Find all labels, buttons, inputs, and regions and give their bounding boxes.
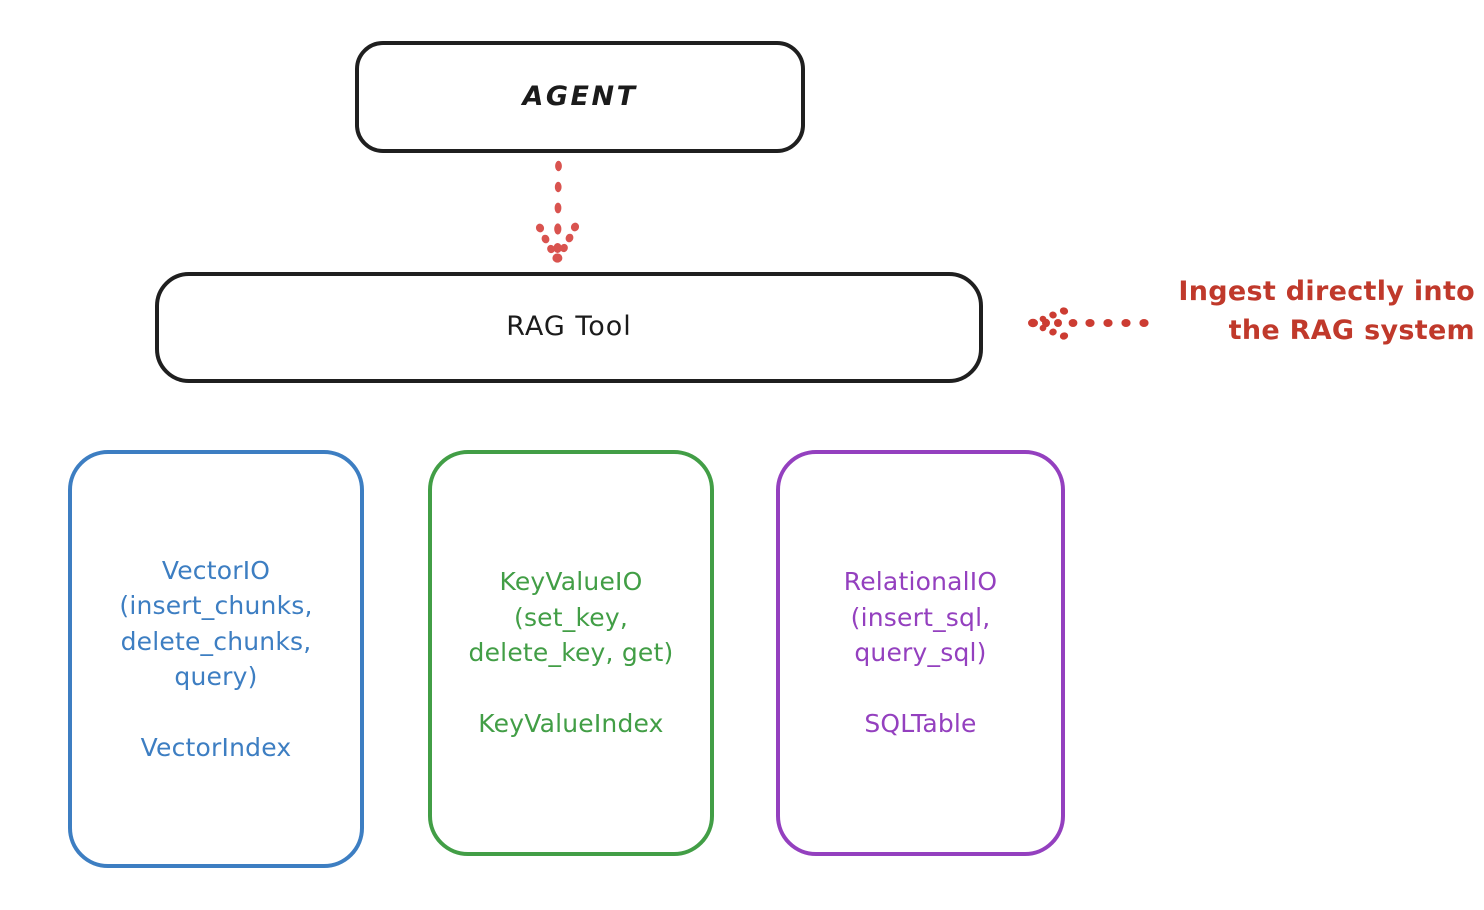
dotted-down-arrow-icon <box>535 160 580 263</box>
node-key-value-io-label: KeyValueIO (set_key, delete_key, get) Ke… <box>468 567 674 739</box>
node-key-value-io[interactable]: KeyValueIO (set_key, delete_key, get) Ke… <box>428 450 714 856</box>
ingest-annotation: Ingest directly into the RAG system <box>1015 272 1475 372</box>
edge-agent-to-rag-tool-arrow <box>512 160 604 266</box>
ingest-annotation-text: Ingest directly into the RAG system <box>1178 276 1475 347</box>
dotted-left-arrow-icon <box>1028 307 1149 340</box>
node-relational-io-label: RelationalIO (insert_sql, query_sql) SQL… <box>843 567 998 739</box>
node-agent-label: AGENT <box>522 80 638 112</box>
node-rag-tool-label: RAG Tool <box>506 311 632 343</box>
node-agent[interactable]: AGENT <box>355 41 805 153</box>
node-rag-tool[interactable]: RAG Tool <box>155 272 983 383</box>
ingest-annotation-arrow <box>1025 300 1150 346</box>
node-vector-io-label: VectorIO (insert_chunks, delete_chunks, … <box>119 555 313 763</box>
node-relational-io[interactable]: RelationalIO (insert_sql, query_sql) SQL… <box>776 450 1065 856</box>
node-vector-io[interactable]: VectorIO (insert_chunks, delete_chunks, … <box>68 450 364 868</box>
